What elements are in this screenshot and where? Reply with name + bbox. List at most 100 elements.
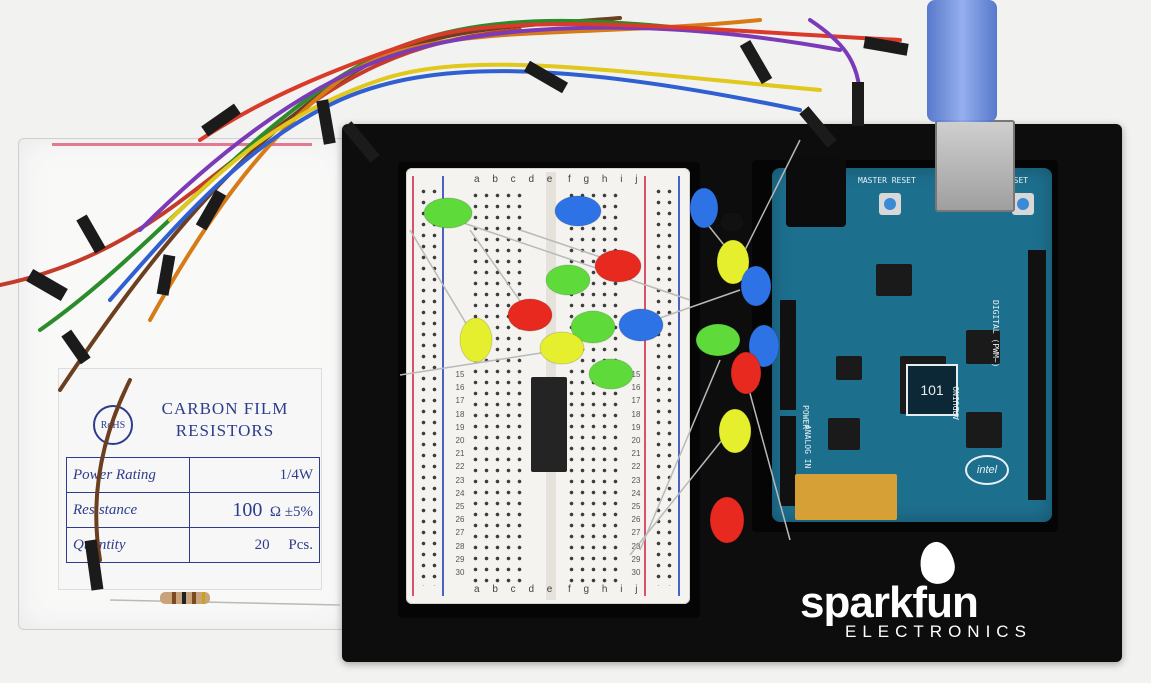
row-number: 18	[455, 409, 465, 419]
row-number: 16	[455, 383, 465, 393]
spec-value-main: 20	[254, 536, 270, 553]
wire-connector	[799, 106, 837, 148]
led-red	[730, 351, 762, 395]
row-number: 25	[455, 502, 465, 511]
sparkfun-tagline: ELECTRONICS	[845, 622, 1032, 641]
led-yellow	[718, 408, 752, 454]
silk-reset: RESET	[1004, 176, 1029, 185]
wire-connector	[316, 99, 336, 145]
resistor-band	[172, 592, 176, 604]
sparkfun-logo: sparkfun	[800, 578, 979, 627]
row-number: 24	[631, 488, 641, 498]
column-letters-right-bottom: f g h i j	[568, 584, 643, 595]
wire-connector	[26, 268, 68, 302]
led-leg	[409, 229, 471, 331]
row-number: 15	[455, 370, 465, 379]
wire-connector	[84, 539, 104, 591]
row-number: 25	[631, 502, 641, 511]
row-number: 20	[455, 436, 465, 445]
wire-connector	[852, 82, 864, 126]
master-reset-button	[879, 193, 901, 215]
spec-value-unit: Pcs.	[288, 536, 313, 553]
led-leg	[439, 214, 691, 301]
resistor-band	[202, 592, 205, 604]
row-number: 22	[455, 462, 465, 472]
row-number: 30	[455, 568, 465, 577]
row-number: 21	[631, 449, 641, 459]
row-number: 20	[631, 436, 641, 445]
wire-connector	[342, 121, 380, 163]
led-leg	[399, 349, 561, 376]
wire-connector	[156, 254, 176, 296]
row-number: 18	[631, 409, 641, 419]
led-blue	[748, 324, 780, 368]
led-red	[709, 496, 745, 544]
jumper-wire	[198, 22, 902, 142]
rail-holes	[653, 186, 675, 586]
led-blue	[618, 308, 664, 342]
ic-chip-small	[876, 264, 912, 296]
resistor-band	[182, 592, 186, 604]
led-leg	[629, 429, 731, 556]
board-model-label: 101	[906, 364, 958, 416]
jumper-wire	[138, 25, 842, 232]
jumper-wire	[108, 69, 802, 302]
ic-chip-small	[966, 330, 1000, 364]
led-green	[588, 358, 634, 390]
row-number: 19	[631, 422, 641, 432]
led-leg	[639, 359, 721, 551]
led-black	[719, 211, 745, 233]
wire-connector	[863, 36, 909, 56]
ic-chip-small	[966, 412, 1002, 448]
row-number: 17	[455, 396, 465, 406]
row-number: 30	[631, 568, 641, 577]
row-number: 15	[631, 370, 641, 379]
ic-chip-small	[836, 356, 862, 380]
bag-title-line2: RESISTORS	[175, 421, 275, 440]
led-blue	[554, 195, 602, 227]
row-number: 28	[455, 541, 465, 551]
led-blue	[689, 187, 719, 229]
spec-row: Power Rating 1/4W	[66, 457, 320, 493]
wire-connector	[201, 103, 241, 137]
wire-connector	[76, 214, 106, 254]
terminal-holes-left	[470, 190, 528, 586]
column-letters-left-bottom: a b c d e	[474, 584, 558, 595]
led-leg	[739, 139, 801, 261]
led-yellow	[459, 317, 493, 363]
jumper-wire	[168, 62, 822, 222]
intel-logo: intel	[965, 455, 1009, 485]
spec-value-unit: Ω ±5%	[269, 503, 313, 520]
row-number: 29	[455, 554, 465, 564]
power-rail-red	[412, 176, 414, 596]
led-yellow	[716, 239, 750, 285]
led-red	[594, 249, 642, 283]
led-leg	[744, 374, 791, 541]
jumper-wire	[94, 378, 132, 562]
resistor-leads	[109, 599, 341, 606]
spec-value: 1/4W	[189, 457, 320, 493]
wire-connector	[61, 329, 91, 365]
ic-chip	[531, 377, 567, 472]
row-number: 27	[631, 528, 641, 538]
resistor-band	[192, 592, 196, 604]
usb-b-port	[935, 120, 1015, 212]
power-rail-blue	[678, 176, 680, 596]
spec-value: 20 Pcs.	[189, 527, 320, 563]
row-number: 22	[631, 462, 641, 472]
spec-row: Quantity 20 Pcs.	[66, 527, 320, 563]
row-number: 16	[631, 383, 641, 393]
column-letters-right: f g h i j	[568, 174, 643, 185]
wire-connector	[195, 189, 227, 231]
silk-master-reset: MASTER RESET	[858, 176, 916, 185]
row-number: 19	[455, 422, 465, 432]
led-yellow	[539, 331, 585, 365]
row-number: 26	[631, 515, 641, 525]
row-number: 26	[455, 515, 465, 525]
led-green	[423, 197, 473, 229]
row-number: 17	[631, 396, 641, 406]
analog-header	[780, 416, 796, 506]
spec-value-main: 100	[232, 498, 263, 521]
